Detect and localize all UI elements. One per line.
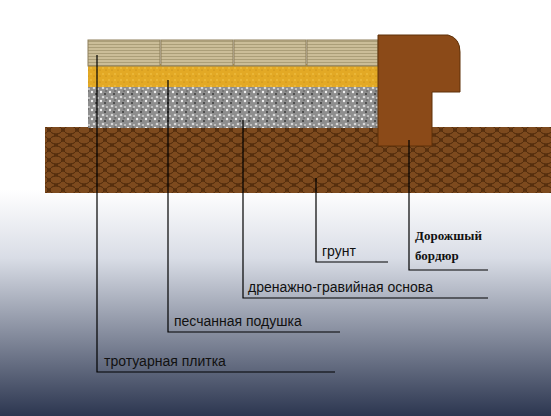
- soil-layer: [45, 127, 551, 193]
- sand-label: песчанная подушка: [174, 313, 302, 329]
- gravel-layer: [88, 85, 378, 128]
- curb-label: Дорожшый бордюр: [415, 226, 489, 266]
- tile-label: тротуарная плитка: [104, 353, 226, 369]
- sand-layer: [88, 64, 378, 87]
- leader-lines: [97, 55, 488, 372]
- curb-stone: [378, 35, 460, 146]
- soil-label: грунт: [322, 243, 356, 259]
- paving-tiles: [88, 40, 378, 66]
- gravel-label: дренажно-гравийная основа: [248, 279, 433, 295]
- background-gradient: [0, 190, 551, 416]
